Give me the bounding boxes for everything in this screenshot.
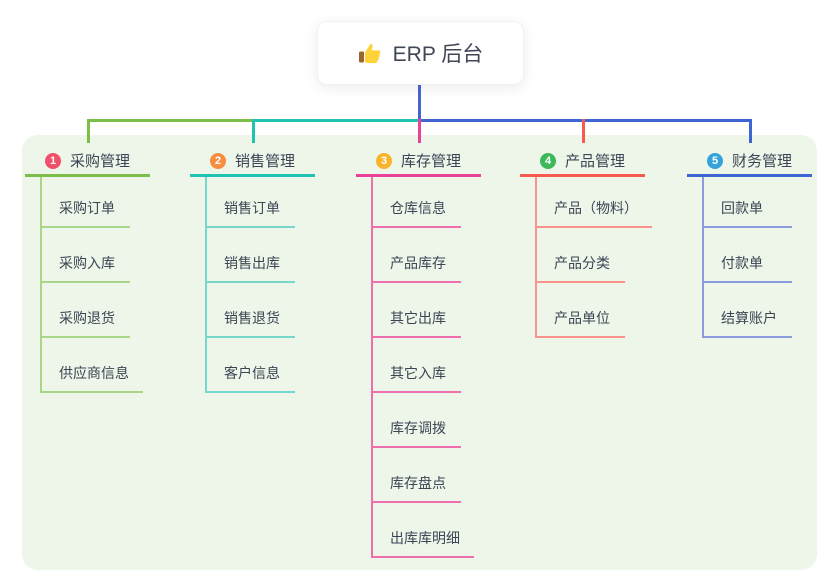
child-node[interactable]: 销售出库 bbox=[207, 228, 295, 283]
branch-children-finance: 回款单付款单结算账户 bbox=[702, 177, 812, 338]
branch-title-label: 销售管理 bbox=[235, 153, 296, 170]
child-node[interactable]: 产品单位 bbox=[537, 283, 625, 338]
branch-sales: 2 销售管理 销售订单销售出库销售退货客户信息 bbox=[190, 147, 315, 393]
branch-title-label: 采购管理 bbox=[70, 153, 131, 170]
branch-children-inventory: 仓库信息产品库存其它出库其它入库库存调拨库存盘点出库库明细 bbox=[371, 177, 481, 558]
root-node[interactable]: ERP 后台 bbox=[317, 21, 524, 85]
branch-title-finance[interactable]: 5 财务管理 bbox=[687, 147, 812, 177]
child-node[interactable]: 出库库明细 bbox=[373, 503, 474, 558]
child-node[interactable]: 供应商信息 bbox=[42, 338, 143, 393]
thumbs-up-icon bbox=[358, 41, 382, 65]
branch-index-badge: 5 bbox=[707, 152, 723, 169]
branch-title-sales[interactable]: 2 销售管理 bbox=[190, 147, 315, 177]
child-node[interactable]: 产品库存 bbox=[373, 228, 461, 283]
child-node[interactable]: 库存盘点 bbox=[373, 448, 461, 503]
branch-index-badge: 1 bbox=[45, 152, 61, 169]
child-node[interactable]: 其它出库 bbox=[373, 283, 461, 338]
branch-title-label: 产品管理 bbox=[565, 153, 626, 170]
branch-title-label: 财务管理 bbox=[732, 153, 793, 170]
child-node[interactable]: 回款单 bbox=[704, 177, 792, 228]
child-node[interactable]: 销售订单 bbox=[207, 177, 295, 228]
branch-title-product[interactable]: 4 产品管理 bbox=[520, 147, 645, 177]
branch-children-product: 产品（物料）产品分类产品单位 bbox=[535, 177, 652, 338]
branch-index-badge: 4 bbox=[540, 152, 556, 169]
child-node[interactable]: 结算账户 bbox=[704, 283, 792, 338]
branch-title-label: 库存管理 bbox=[401, 153, 462, 170]
branch-inventory: 3 库存管理 仓库信息产品库存其它出库其它入库库存调拨库存盘点出库库明细 bbox=[356, 147, 481, 558]
child-node[interactable]: 客户信息 bbox=[207, 338, 295, 393]
branch-title-inventory[interactable]: 3 库存管理 bbox=[356, 147, 481, 177]
branch-title-purchase[interactable]: 1 采购管理 bbox=[25, 147, 150, 177]
child-node[interactable]: 库存调拨 bbox=[373, 393, 461, 448]
branch-product: 4 产品管理 产品（物料）产品分类产品单位 bbox=[520, 147, 652, 338]
connector-branch1-horizontal bbox=[87, 119, 255, 122]
connector-branch4-drop bbox=[582, 119, 585, 143]
child-node[interactable]: 采购退货 bbox=[42, 283, 130, 338]
child-node[interactable]: 其它入库 bbox=[373, 338, 461, 393]
connector-branch1-drop bbox=[87, 119, 90, 143]
branch-children-sales: 销售订单销售出库销售退货客户信息 bbox=[205, 177, 315, 393]
child-node[interactable]: 付款单 bbox=[704, 228, 792, 283]
connector-branch5-horizontal bbox=[419, 119, 752, 122]
child-node[interactable]: 采购订单 bbox=[42, 177, 130, 228]
child-node[interactable]: 采购入库 bbox=[42, 228, 130, 283]
connector-root-stem bbox=[418, 82, 421, 121]
child-node[interactable]: 仓库信息 bbox=[373, 177, 461, 228]
branch-children-purchase: 采购订单采购入库采购退货供应商信息 bbox=[40, 177, 150, 393]
connector-branch2-horizontal bbox=[252, 119, 420, 122]
branch-index-badge: 3 bbox=[376, 152, 392, 169]
branch-index-badge: 2 bbox=[210, 152, 226, 169]
connector-branch2-drop bbox=[252, 119, 255, 143]
branches-panel bbox=[22, 135, 817, 570]
connector-branch3-drop bbox=[418, 119, 421, 143]
branch-purchase: 1 采购管理 采购订单采购入库采购退货供应商信息 bbox=[25, 147, 150, 393]
child-node[interactable]: 产品分类 bbox=[537, 228, 625, 283]
child-node[interactable]: 销售退货 bbox=[207, 283, 295, 338]
child-node[interactable]: 产品（物料） bbox=[537, 177, 652, 228]
root-title: ERP 后台 bbox=[392, 43, 484, 66]
connector-branch5-drop bbox=[749, 119, 752, 143]
branch-finance: 5 财务管理 回款单付款单结算账户 bbox=[687, 147, 812, 338]
